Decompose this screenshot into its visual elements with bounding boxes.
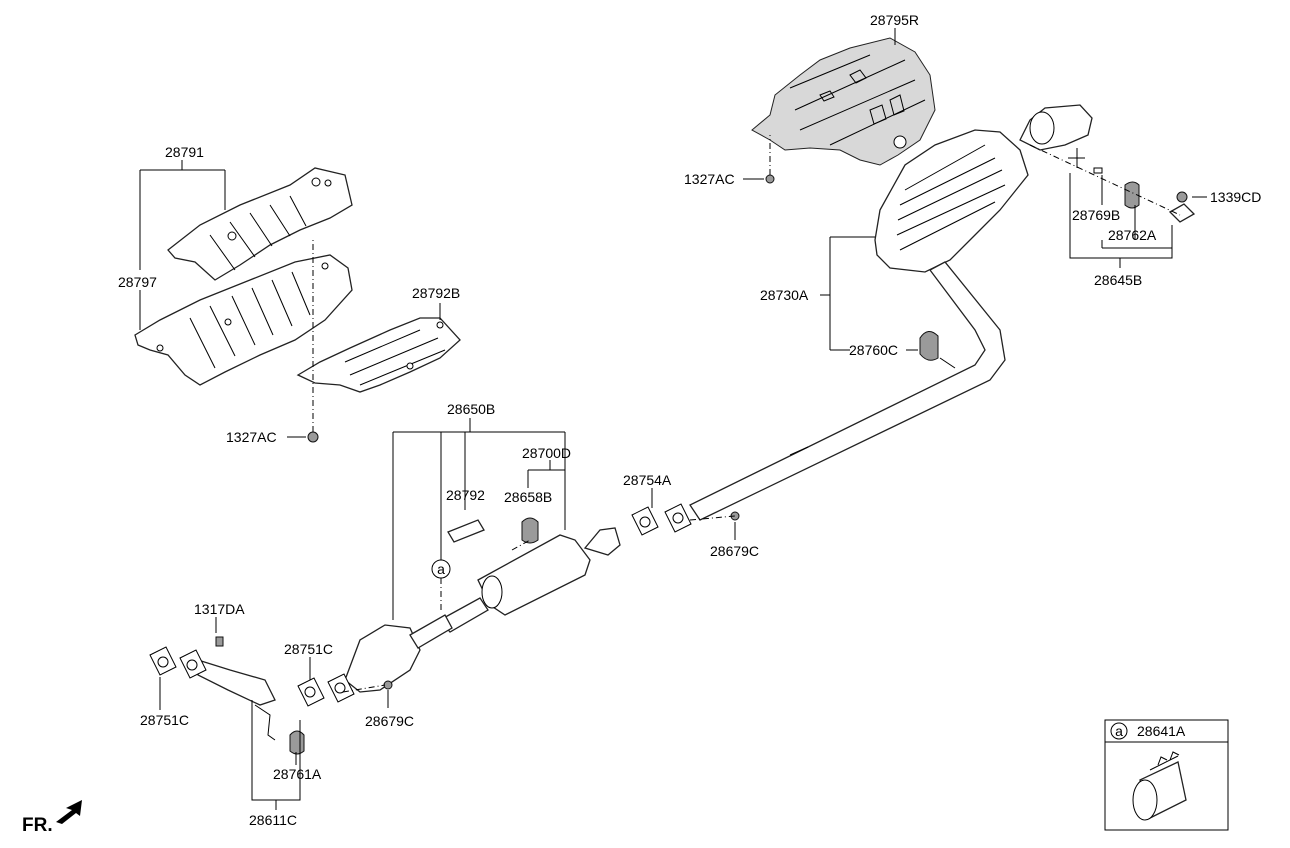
label-1327AC-mid: 1327AC: [226, 429, 277, 445]
heat-protector-28795R-drawing: [751, 37, 936, 166]
heat-protector-28797-drawing: [134, 254, 353, 386]
catalytic-converter-drawing: [197, 614, 453, 741]
label-28679C-right: 28679C: [710, 543, 759, 559]
label-28754A: 28754A: [623, 472, 672, 488]
inset-part-number: 28641A: [1137, 723, 1186, 739]
label-28650B: 28650B: [447, 401, 495, 417]
label-28792B: 28792B: [412, 285, 460, 301]
leader-lines: [139, 28, 1207, 810]
callout-a-text: a: [437, 561, 445, 577]
label-28751C-mid: 28751C: [284, 641, 333, 657]
label-1327AC-top: 1327AC: [684, 171, 735, 187]
label-28700D: 28700D: [522, 445, 571, 461]
front-direction-indicator: FR.: [22, 800, 82, 836]
label-28645B: 28645B: [1094, 272, 1142, 288]
part-labels: 28795R 1327AC 28791 28797 28792B 1327AC …: [118, 12, 1261, 828]
label-28791: 28791: [165, 144, 204, 160]
inset-box-28641A: a 28641A: [1104, 719, 1229, 831]
label-1339CD: 1339CD: [1210, 189, 1261, 205]
pipe-clamp-drawing: [1132, 751, 1187, 821]
label-1317DA: 1317DA: [194, 601, 245, 617]
label-28761A: 28761A: [273, 766, 322, 782]
label-28611C: 28611C: [249, 812, 297, 828]
inset-callout-text: a: [1115, 723, 1123, 739]
label-28792: 28792: [446, 487, 485, 503]
label-28769B: 28769B: [1072, 207, 1120, 223]
rear-muffler-28730A-drawing: [689, 104, 1093, 521]
front-arrow-icon: [56, 800, 82, 824]
heat-protector-28792B-drawing: [296, 317, 461, 393]
label-28679C-low: 28679C: [365, 713, 414, 729]
center-muffler-28700D-drawing: [438, 517, 621, 633]
inset-callout-circle: [1110, 722, 1128, 740]
front-label: FR.: [22, 815, 53, 836]
label-28797: 28797: [118, 274, 157, 290]
label-28760C: 28760C: [849, 342, 898, 358]
heat-protector-28791-drawing: [167, 167, 353, 281]
callout-a: a: [431, 559, 451, 579]
gaskets-drawing: [149, 503, 692, 755]
label-28658B: 28658B: [504, 489, 552, 505]
label-28762A: 28762A: [1108, 227, 1157, 243]
muffler-hanger-parts-drawing: [919, 148, 1196, 369]
label-28751C-left: 28751C: [140, 712, 189, 728]
label-28730A: 28730A: [760, 287, 809, 303]
label-28795R: 28795R: [870, 12, 919, 28]
